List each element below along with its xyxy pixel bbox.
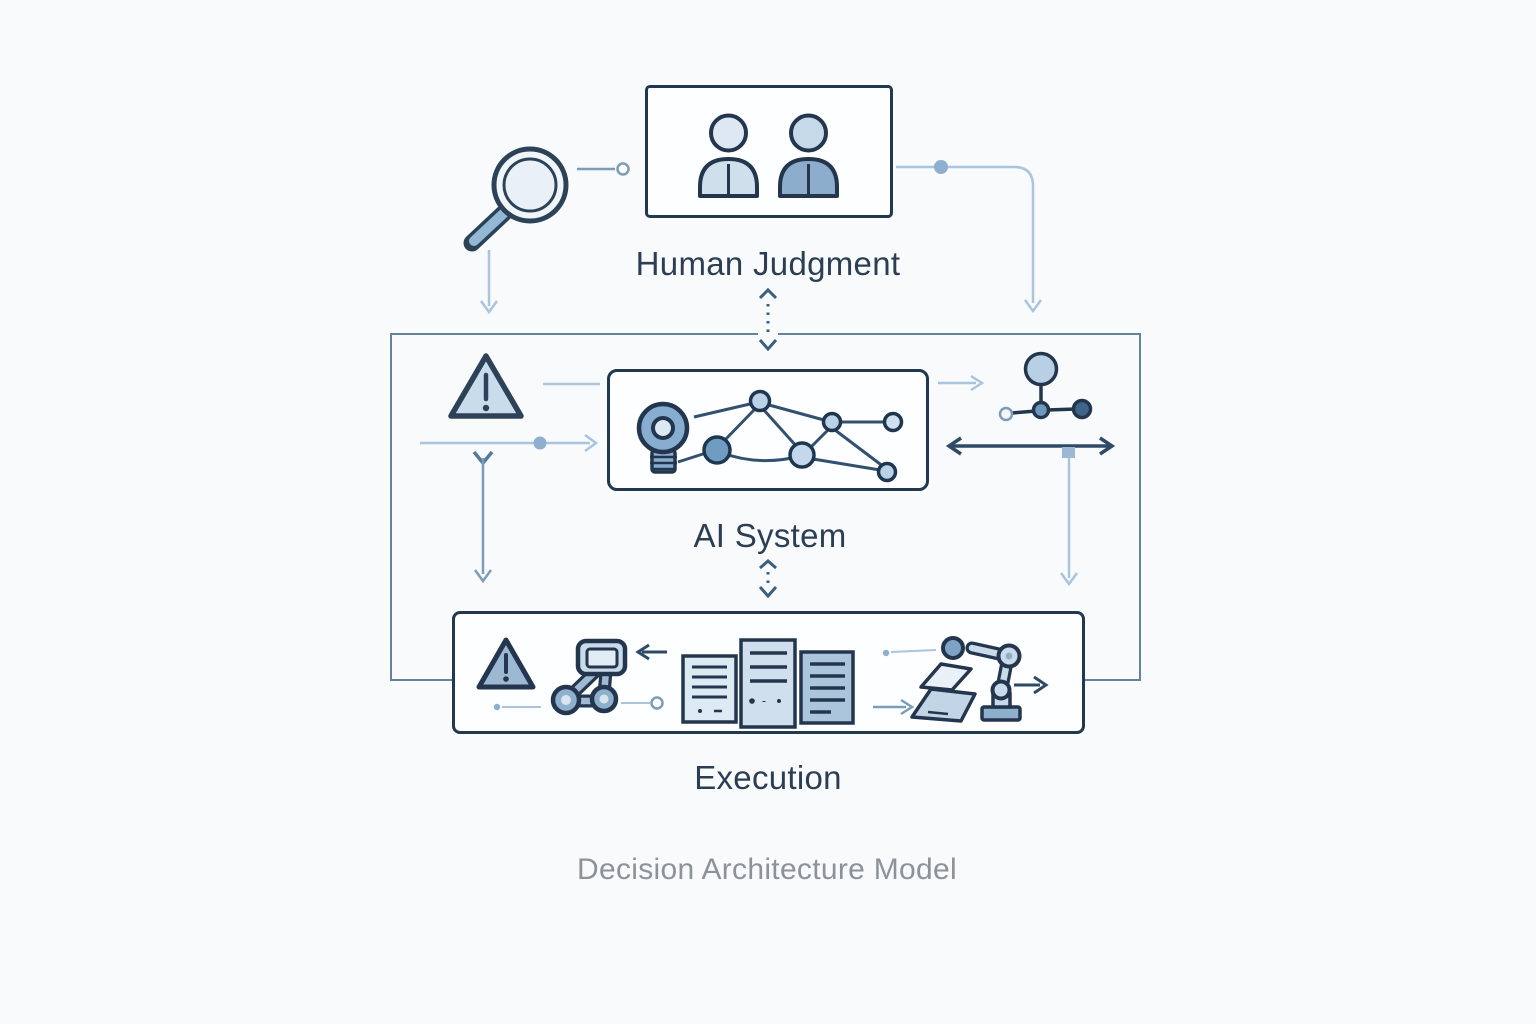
human-ai-dotted-link: [758, 287, 778, 352]
loop-to-ai-arrow: [420, 433, 599, 453]
human-to-loop-connector: [896, 160, 1043, 314]
bot-to-server-connector: [621, 696, 664, 710]
lightbulb-icon: [636, 401, 690, 474]
magnifier-down-arrow: [479, 250, 499, 315]
ai-to-tree-arrow: [938, 374, 985, 392]
left-down-arrow: [472, 450, 494, 584]
bot-icon: [550, 638, 628, 716]
alert-triangle-small-icon: [476, 637, 536, 690]
human-judgment-label: Human Judgment: [635, 245, 901, 282]
neural-network-icon: [677, 389, 904, 483]
alert-triangle-icon: [448, 353, 524, 419]
robot-arm-icon: [941, 636, 1022, 722]
magnifier-to-human-connector: [577, 162, 630, 176]
ai-system-label: AI System: [693, 517, 847, 554]
server-icon: [681, 638, 855, 729]
execution-label: Execution: [694, 759, 842, 796]
diagram-caption: Decision Architecture Model: [577, 853, 957, 886]
execution-output-arrow: [1014, 675, 1049, 695]
dot-line-connector-left: [493, 703, 541, 711]
server-to-laptop-arrow: [873, 698, 915, 716]
person-icon-dark: [778, 113, 839, 198]
decision-tree-icon: [998, 351, 1093, 422]
dot-line-connector-right: [882, 649, 937, 657]
ai-execution-dotted-link: [758, 559, 778, 599]
ai-loop-double-arrow: [945, 436, 1116, 587]
human-judgment-box: [645, 85, 893, 218]
magnifier-icon: [463, 146, 569, 252]
person-icon-light: [698, 113, 759, 198]
left-arrow-to-bot: [635, 643, 667, 661]
laptop-icon: [910, 662, 977, 723]
